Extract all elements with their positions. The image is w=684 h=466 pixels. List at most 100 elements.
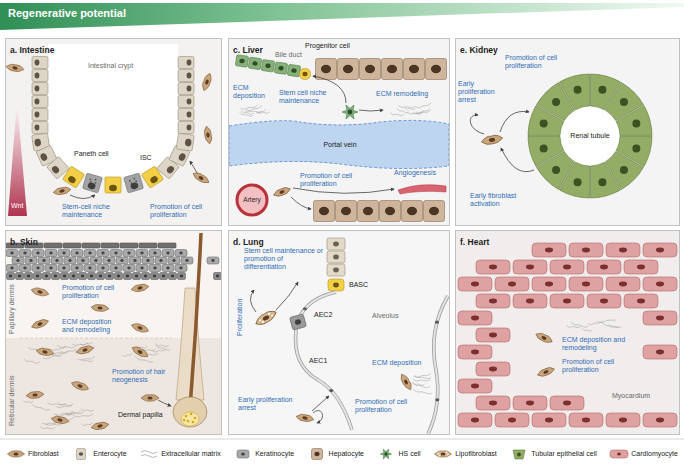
cardiomyocyte (458, 413, 492, 427)
ecm-fiber (414, 375, 431, 379)
keratinocyte (97, 250, 109, 257)
hepatocyte-body (360, 59, 381, 80)
enterocyte-body (32, 70, 48, 82)
cardiomyocyte (476, 260, 510, 274)
ecm-fiber (40, 427, 55, 429)
keratinocyte-nucleus (99, 275, 102, 278)
arrow-line (291, 197, 311, 209)
hepatocyte (314, 201, 335, 222)
keratinocyte (149, 250, 161, 257)
cardiomyocyte (587, 260, 621, 274)
cardiomyocyte-nucleus (471, 384, 479, 389)
keratinocyte-body (19, 265, 31, 272)
cardiomyocyte-body (569, 277, 603, 291)
enterocyte-nucleus (39, 152, 48, 162)
fibroblast-body (53, 186, 72, 196)
hs-cell-body (342, 105, 358, 119)
keratinocyte (158, 243, 176, 248)
legend-icon (71, 448, 91, 460)
keratinocyte-nucleus (135, 275, 138, 278)
keratinocyte-body (70, 273, 78, 280)
keratinocyte-body (45, 250, 57, 257)
keratinocyte-body (136, 265, 148, 272)
keratinocyte (61, 273, 69, 280)
enterocyte (77, 448, 86, 459)
fibroblast-body (272, 186, 291, 199)
keratinocyte-body (169, 273, 177, 280)
keratinocyte (77, 257, 89, 264)
cardiomyocyte (643, 345, 677, 359)
keratinocyte-body (16, 273, 24, 280)
legend-icon (139, 448, 159, 460)
annotation-label: ECM remodeling (376, 90, 440, 98)
legend-icon-group (610, 450, 628, 458)
ecm-fiber (256, 109, 266, 113)
fibroblast-cell (75, 344, 94, 355)
annotation-label: Myocardium (612, 392, 650, 400)
arrow-line (70, 195, 95, 199)
cardiomyocyte (476, 294, 510, 308)
cardiomyocyte (476, 328, 510, 342)
artery-wall (237, 185, 267, 215)
cardiomyocyte-nucleus (656, 350, 664, 355)
legend-icon-group (311, 448, 322, 459)
ecm-fiber (413, 382, 425, 385)
fibroblast-nucleus (137, 326, 143, 331)
hs-cell-nucleus (348, 110, 353, 115)
hepatocyte (311, 448, 322, 459)
ecm-fiber (73, 414, 93, 417)
cardiomyocyte-nucleus (619, 418, 627, 423)
keratinocyte-body (82, 243, 100, 248)
keratinocyte-nucleus (94, 259, 97, 262)
enterocyte-body (178, 96, 194, 108)
legend-icon-group (513, 450, 525, 459)
hepatocyte-body (316, 59, 337, 80)
panel-box: b. Skin (5, 230, 222, 435)
keratinocyte-nucleus (45, 275, 48, 278)
keratinocyte-body (52, 273, 60, 280)
hair-bulb (173, 397, 207, 427)
keratinocyte (71, 250, 83, 257)
keratinocyte-nucleus (172, 259, 175, 262)
cholangiocyte-nucleus (239, 58, 245, 63)
keratinocyte-body (160, 273, 168, 280)
fibroblast-cell (481, 134, 504, 146)
fibroblast-cell (399, 372, 414, 391)
ecm-fiber (135, 357, 153, 362)
keratinocyte-nucleus (10, 252, 13, 255)
keratinocyte (181, 257, 193, 264)
fibroblast-cell (36, 347, 55, 357)
keratinocyte (237, 450, 249, 458)
keratinocyte (139, 243, 157, 248)
ecm-fiber (245, 105, 262, 111)
enterocyte-nucleus (178, 152, 187, 162)
fibroblast-nucleus (198, 175, 204, 180)
legend-item: Cardiomyocyte (609, 448, 678, 460)
keratinocyte-body (97, 265, 109, 272)
hepatocyte-body (382, 59, 403, 80)
keratinocyte-body (181, 257, 193, 264)
keratinocyte (70, 273, 78, 280)
cardiomyocyte-body (606, 277, 640, 291)
legend-text: Extracellular matrix (161, 450, 221, 457)
hepatocyte-nucleus (341, 207, 351, 215)
stem-cell-nucleus (149, 175, 159, 185)
progenitor-cell-nucleus (302, 72, 307, 76)
fibroblast-body (7, 450, 24, 456)
keratinocyte-body (175, 265, 187, 272)
keratinocyte (151, 273, 159, 280)
fibroblast-body (36, 347, 55, 357)
hepatocyte-nucleus (387, 65, 397, 73)
ecm-fiber (398, 105, 416, 107)
panel-ground (5, 38, 222, 226)
wnt-gradient (8, 100, 27, 216)
lipid-droplet (437, 452, 439, 454)
enterocyte (32, 96, 48, 108)
fibroblast-body (399, 372, 414, 391)
keratinocyte-nucleus (114, 252, 117, 255)
stem-cell-body (62, 166, 84, 188)
keratinocyte-nucleus (10, 267, 13, 270)
keratinocyte-nucleus (49, 267, 52, 270)
legend-icon-group (77, 448, 86, 459)
fibroblast-body (70, 380, 89, 393)
